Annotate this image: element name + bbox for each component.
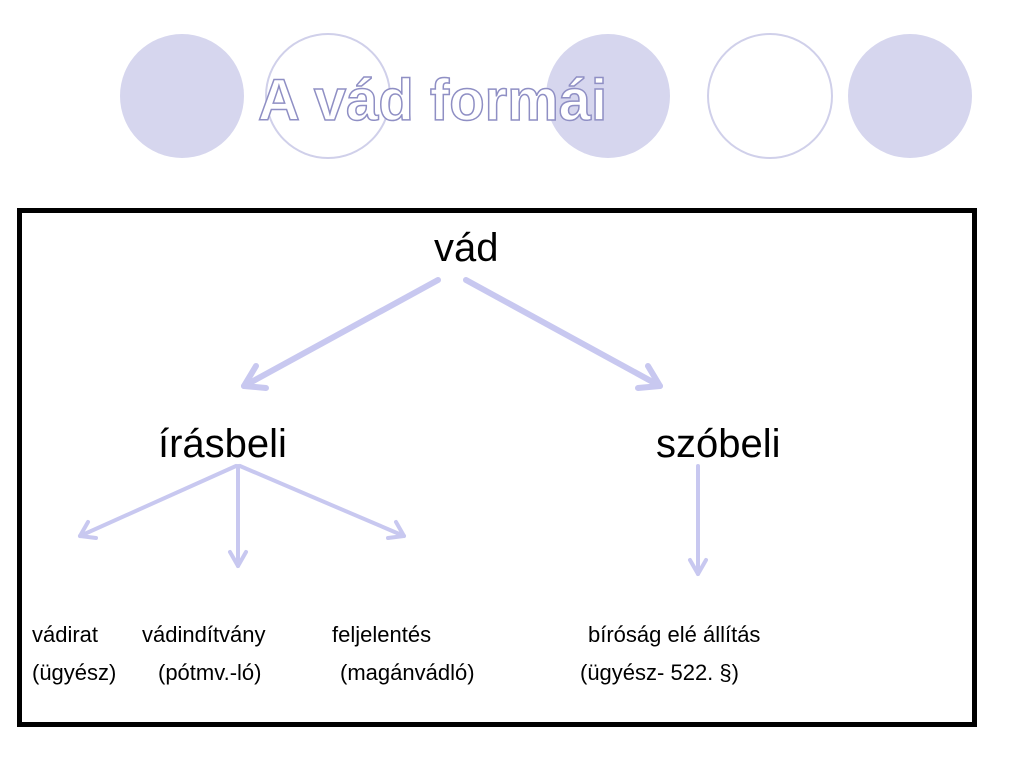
branch-node-irasbeli: írásbeli bbox=[158, 422, 287, 466]
leaf-name-feljelentes: feljelentés bbox=[332, 622, 432, 647]
leaf-who-vadirat: (ügyész) bbox=[32, 660, 117, 685]
filled-circle bbox=[546, 34, 670, 158]
filled-circle bbox=[848, 34, 972, 158]
leaf-who-vadinditvany: (pótmv.-ló) bbox=[158, 660, 262, 685]
branch-node-szobeli: szóbeli bbox=[656, 422, 781, 466]
leaf-who-feljelentes: (magánvádló) bbox=[340, 660, 475, 685]
arrow-irasbeli-to-vadirat bbox=[78, 464, 238, 538]
arrowhead-icon bbox=[635, 363, 663, 391]
slide-title: A vád formái bbox=[257, 68, 608, 133]
arrowhead-icon bbox=[241, 363, 269, 391]
leaf-name-birosag: bíróság elé állítás bbox=[588, 622, 761, 647]
arrowhead-icon bbox=[688, 558, 708, 576]
arrowhead-icon bbox=[386, 520, 406, 540]
leaf-who-birosag: (ügyész- 522. §) bbox=[580, 660, 739, 685]
root-node: vád bbox=[434, 226, 499, 270]
arrow-irasbeli-to-feljelentes bbox=[238, 464, 406, 538]
arrowhead-icon bbox=[228, 550, 248, 568]
decorative-circles bbox=[120, 33, 972, 159]
outline-circle bbox=[265, 33, 391, 159]
filled-circle bbox=[120, 34, 244, 158]
arrow-root-to-irasbeli bbox=[241, 277, 441, 389]
arrowhead-icon bbox=[78, 520, 98, 540]
leaf-name-vadirat: vádirat bbox=[32, 622, 99, 647]
diagram-frame bbox=[17, 208, 977, 727]
leaf-name-vadinditvany: vádindítvány bbox=[142, 622, 266, 647]
arrow-root-to-szobeli bbox=[463, 277, 663, 389]
outline-circle bbox=[707, 33, 833, 159]
